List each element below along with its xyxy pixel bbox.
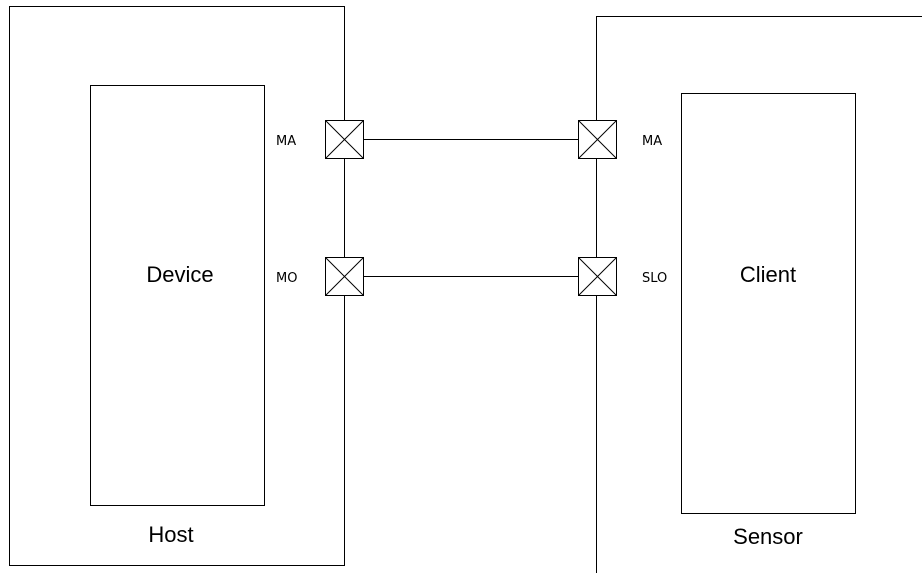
device-box [90, 85, 265, 506]
sensor-pin-ma-label: MA [642, 134, 662, 149]
client-box [681, 93, 856, 514]
host-block: Device Host [9, 6, 345, 566]
pin-cross [325, 120, 364, 159]
sensor-pin-ma: MA [578, 120, 662, 159]
host-pin-ma-label: MA [276, 134, 296, 149]
pin-cross [578, 120, 617, 159]
sensor-pin-slo-label: SLO [642, 271, 667, 286]
host-pin-mo-label: MO [276, 271, 297, 286]
pin-cross [325, 257, 364, 296]
sensor-outline [596, 16, 922, 573]
device-label: Device [146, 262, 213, 287]
host-pin-ma: MA [276, 120, 364, 159]
pin-cross [578, 257, 617, 296]
sensor-pin-slo: SLO [578, 257, 667, 296]
sensor-block: Client Sensor [596, 16, 922, 573]
sensor-label: Sensor [733, 524, 803, 549]
client-label: Client [740, 262, 796, 287]
host-pin-mo: MO [276, 257, 364, 296]
host-label: Host [148, 522, 193, 547]
